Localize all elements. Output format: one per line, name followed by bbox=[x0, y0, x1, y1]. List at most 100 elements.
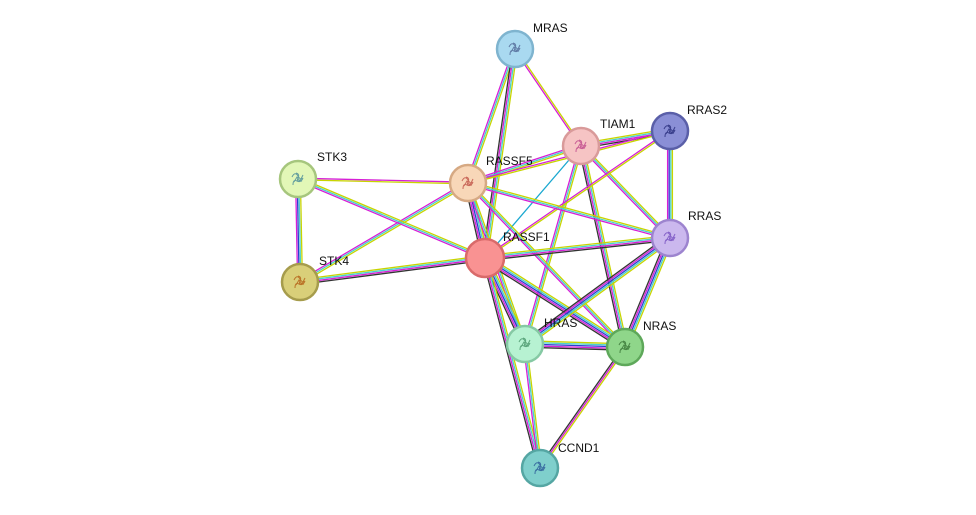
node-label: CCND1 bbox=[558, 441, 600, 455]
edge-evidence-line bbox=[481, 48, 514, 258]
edge-rassf1-ccnd1[interactable] bbox=[482, 257, 543, 469]
edge-evidence-line bbox=[525, 146, 584, 345]
edge-evidence-line bbox=[522, 234, 669, 342]
edge-rras2-rassf1[interactable] bbox=[484, 129, 671, 260]
node-rras[interactable]: RRAS bbox=[650, 209, 721, 258]
edge-evidence-line bbox=[466, 183, 625, 349]
protein-structure-icon bbox=[293, 275, 306, 289]
edge-evidence-line bbox=[526, 240, 673, 348]
edge-evidence-line bbox=[482, 260, 624, 351]
edge-evidence-line bbox=[468, 180, 671, 238]
edge-hras-ccnd1[interactable] bbox=[522, 343, 543, 469]
edge-rassf5-stk4[interactable] bbox=[298, 181, 470, 284]
node-label: RASSF5 bbox=[486, 154, 533, 168]
edge-rras-nras[interactable] bbox=[621, 236, 674, 349]
node-mras[interactable]: MRAS bbox=[495, 21, 568, 69]
edge-evidence-line bbox=[484, 129, 670, 258]
node-nras[interactable]: NRAS bbox=[605, 319, 676, 367]
edge-evidence-line bbox=[485, 257, 542, 468]
edges-layer bbox=[294, 48, 674, 470]
protein-structure-icon bbox=[533, 461, 546, 475]
edge-stk3-rassf1[interactable] bbox=[297, 176, 486, 261]
edge-rassf5-stk3[interactable] bbox=[297, 177, 469, 185]
edge-evidence-line bbox=[299, 254, 485, 281]
edge-stk4-rassf1[interactable] bbox=[299, 254, 486, 286]
node-stk4[interactable]: STK4 bbox=[280, 254, 349, 302]
edge-evidence-line bbox=[300, 259, 486, 286]
edge-evidence-line bbox=[467, 48, 516, 184]
protein-structure-icon bbox=[461, 176, 474, 190]
edge-evidence-line bbox=[467, 182, 626, 348]
edge-mras-rassf1[interactable] bbox=[481, 48, 519, 259]
edge-evidence-line bbox=[485, 131, 671, 260]
edge-evidence-line bbox=[524, 145, 582, 345]
node-ccnd1[interactable]: CCND1 bbox=[520, 441, 600, 488]
edge-evidence-line bbox=[539, 346, 626, 469]
node-hras[interactable]: HRAS bbox=[505, 316, 577, 364]
edge-evidence-line bbox=[298, 181, 468, 282]
node-label: RRAS bbox=[688, 209, 721, 223]
edge-tiam1-rras[interactable] bbox=[579, 144, 672, 240]
edge-rassf5-nras[interactable] bbox=[466, 181, 627, 349]
node-rassf1[interactable]: RASSF1 bbox=[464, 230, 550, 279]
edge-evidence-line bbox=[622, 237, 670, 347]
node-rassf5[interactable]: RASSF5 bbox=[448, 154, 533, 203]
edge-evidence-line bbox=[578, 146, 624, 348]
edge-evidence-line bbox=[298, 176, 486, 258]
node-label: STK3 bbox=[317, 150, 347, 164]
edge-evidence-line bbox=[483, 258, 625, 349]
edge-rassf1-nras[interactable] bbox=[482, 254, 628, 351]
protein-structure-icon bbox=[618, 340, 631, 354]
edge-mras-tiam1[interactable] bbox=[513, 48, 583, 147]
edge-evidence-line bbox=[522, 344, 540, 469]
protein-structure-icon bbox=[574, 139, 587, 153]
node-label: NRAS bbox=[643, 319, 676, 333]
protein-structure-icon bbox=[508, 42, 521, 56]
edge-tiam1-hras[interactable] bbox=[522, 145, 584, 345]
edge-evidence-line bbox=[483, 258, 540, 469]
edge-evidence-line bbox=[538, 345, 625, 468]
edge-evidence-line bbox=[621, 236, 668, 347]
edge-rassf5-rras[interactable] bbox=[467, 180, 671, 241]
edge-rassf1-rras[interactable] bbox=[484, 234, 671, 262]
edge-evidence-line bbox=[297, 179, 468, 185]
edge-evidence-line bbox=[525, 343, 543, 468]
edge-evidence-line bbox=[485, 256, 627, 347]
edge-evidence-line bbox=[579, 146, 670, 240]
edge-evidence-line bbox=[486, 254, 628, 345]
edge-nras-ccnd1[interactable] bbox=[538, 345, 627, 470]
edge-evidence-line bbox=[467, 182, 671, 239]
protein-structure-icon bbox=[518, 337, 531, 351]
node-label: MRAS bbox=[533, 21, 568, 35]
edge-evidence-line bbox=[482, 258, 539, 469]
edge-evidence-line bbox=[581, 144, 672, 238]
edge-evidence-line bbox=[627, 238, 674, 349]
edge-evidence-line bbox=[485, 239, 671, 262]
node-circle bbox=[464, 237, 506, 279]
edge-evidence-line bbox=[580, 145, 671, 239]
node-label: RRAS2 bbox=[687, 103, 727, 117]
edge-evidence-line bbox=[524, 237, 671, 345]
edge-evidence-line bbox=[300, 258, 486, 284]
edge-evidence-line bbox=[468, 181, 627, 347]
edge-evidence-line bbox=[484, 257, 626, 348]
node-stk3[interactable]: STK3 bbox=[278, 150, 347, 199]
edge-evidence-line bbox=[525, 238, 672, 346]
protein-structure-icon bbox=[663, 124, 676, 138]
protein-structure-icon bbox=[663, 231, 676, 245]
node-tiam1[interactable]: TIAM1 bbox=[561, 117, 636, 166]
edge-rras-hras[interactable] bbox=[522, 234, 673, 348]
edge-evidence-line bbox=[524, 343, 541, 469]
edge-evidence-line bbox=[299, 256, 485, 282]
edge-evidence-line bbox=[297, 178, 486, 259]
node-rras2[interactable]: RRAS2 bbox=[650, 103, 727, 151]
node-label: HRAS bbox=[544, 316, 577, 330]
edge-evidence-line bbox=[513, 49, 581, 147]
edge-evidence-line bbox=[297, 179, 485, 261]
edge-evidence-line bbox=[298, 177, 469, 183]
edge-evidence-line bbox=[625, 238, 673, 348]
edge-evidence-line bbox=[515, 48, 583, 146]
protein-structure-icon bbox=[291, 172, 304, 186]
